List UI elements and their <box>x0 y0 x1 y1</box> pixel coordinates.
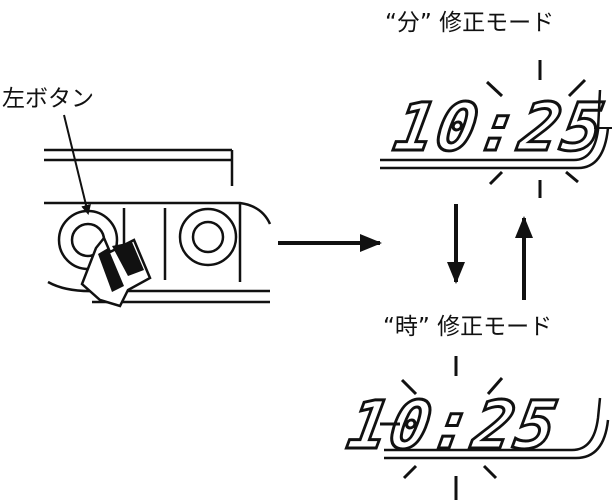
blink-indicator-icon <box>380 356 504 500</box>
blink-indicator-icon <box>485 60 587 198</box>
hour-mode-display: 10:25 <box>341 385 610 465</box>
hour-mode-time: 10:25 <box>342 386 564 463</box>
minute-mode-label: “分” 修正モード <box>385 10 555 36</box>
minute-mode-display: 10:25 <box>380 87 613 170</box>
hour-mode-label: “時” 修正モード <box>383 314 553 340</box>
right-button-icon <box>178 207 238 267</box>
left-button-label: 左ボタン <box>2 86 94 112</box>
minute-mode-time: 10:25 <box>389 88 611 165</box>
hand-pointer-icon <box>80 235 152 308</box>
left-button-pointer-arrow <box>63 114 91 215</box>
